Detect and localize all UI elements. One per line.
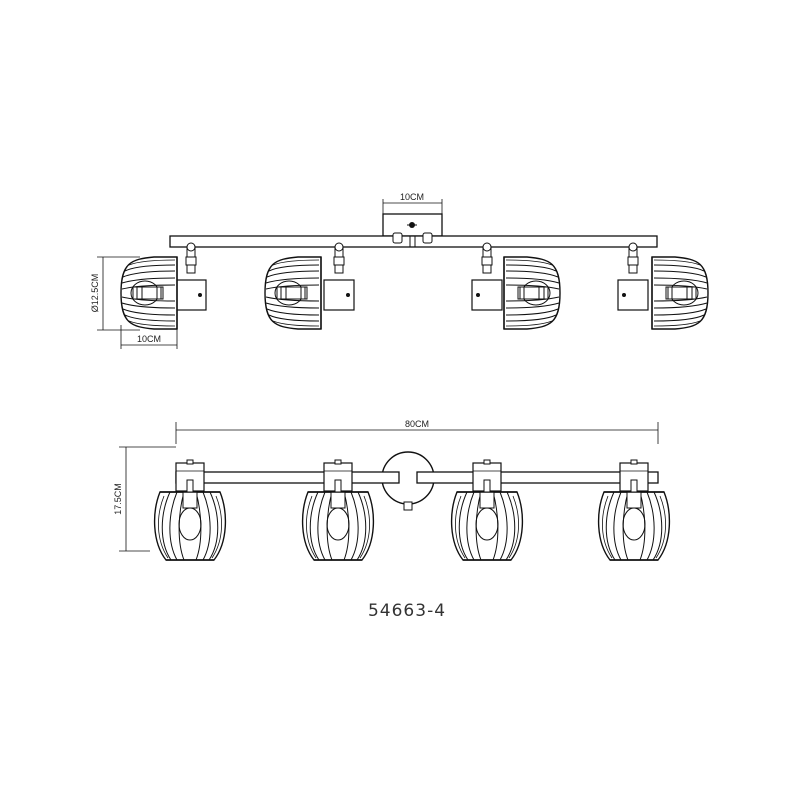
overall-width-dimension: 80CM (175, 419, 659, 444)
shade-depth-dimension: 10CM (120, 325, 178, 349)
shade-depth-label: 10CM (137, 334, 161, 344)
height-label: 17.5CM (113, 483, 123, 515)
track-bar-top (169, 232, 658, 248)
canopy-width-label: 10CM (400, 192, 424, 202)
canopy-width-dimension: 10CM (382, 192, 443, 214)
overall-width-label: 80CM (405, 419, 429, 429)
spotlight-top-2 (264, 242, 355, 330)
spotlight-top-4 (617, 242, 709, 330)
track-bar-front (175, 471, 659, 484)
top-view: 10CM (90, 192, 709, 349)
spotlight-top-1 (120, 242, 207, 330)
shade-diameter-dimension: Ø12.5CM (90, 256, 140, 331)
front-view: 80CM 17.5CM (113, 419, 671, 561)
spotlight-top-3 (471, 242, 561, 330)
height-dimension: 17.5CM (113, 446, 176, 552)
model-number: 54663-4 (368, 601, 446, 621)
shade-diameter-label: Ø12.5CM (90, 274, 100, 313)
canopy (382, 213, 443, 237)
